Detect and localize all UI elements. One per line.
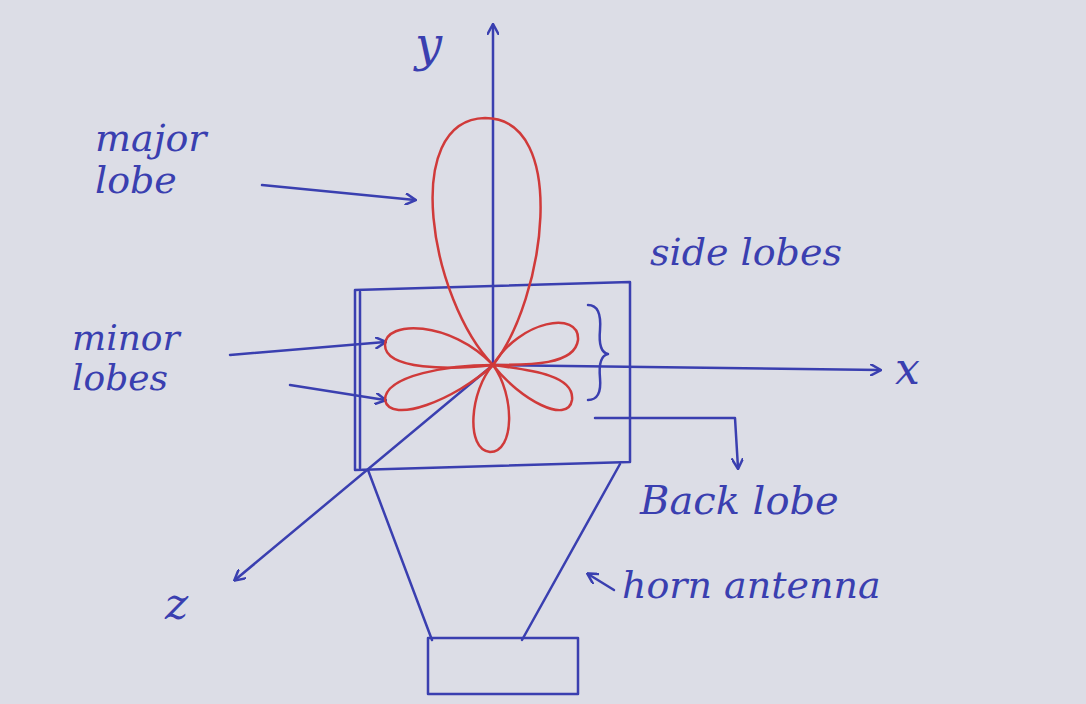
callout-label: horn antenna (622, 565, 881, 607)
z-axis (235, 365, 493, 580)
callout-label: Back lobe (640, 478, 839, 522)
leader-line (588, 574, 614, 590)
leader-line (262, 185, 415, 200)
axis-label: x (895, 345, 920, 393)
box-edge (359, 292, 362, 468)
callout-label: minor lobes (72, 318, 227, 397)
major-lobe (433, 118, 541, 365)
callout-label: major lobe (95, 118, 260, 202)
x-axis (493, 365, 880, 370)
side-lobe (385, 328, 493, 367)
axis-label: y (415, 18, 442, 71)
side-lobe (493, 323, 578, 365)
horn-flare (368, 464, 620, 640)
side-lobe (385, 365, 493, 410)
leader-line (290, 385, 385, 400)
bracket (588, 305, 608, 400)
y-axis (492, 25, 495, 365)
callout-label: side lobes (650, 232, 842, 274)
axis-label: z (165, 580, 188, 628)
leader-line (230, 342, 385, 355)
leader-line (595, 418, 738, 468)
back-lobe (473, 365, 509, 452)
horn-feed (428, 638, 578, 694)
